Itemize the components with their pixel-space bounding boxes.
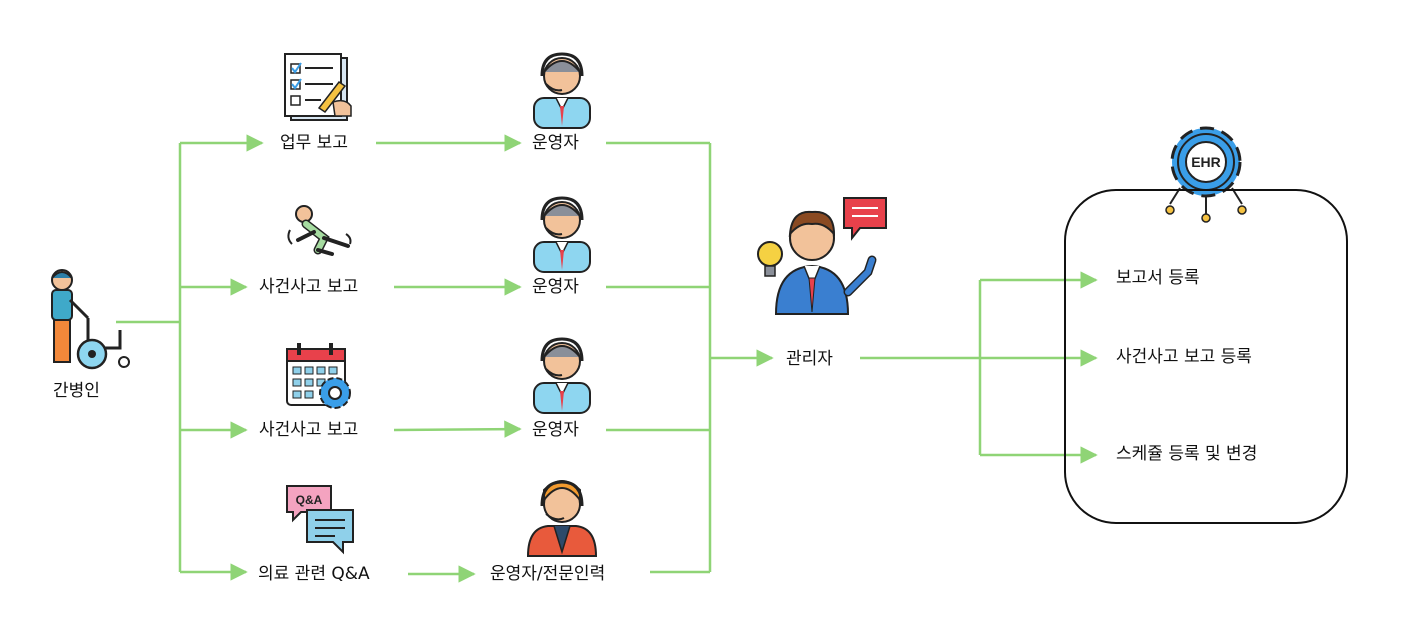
falling-person-icon (287, 205, 352, 256)
connectors (116, 134, 1098, 583)
handler-label-operator-3: 운영자 (530, 420, 581, 440)
ehr-item-schedule: 스케쥴 등록 및 변경 (1116, 444, 1258, 464)
operator-headset-icon (533, 52, 591, 129)
report-label-incident: 사건사고 보고 (257, 277, 361, 297)
expert-headset-icon (526, 480, 598, 557)
caregiver-label: 간병인 (51, 381, 102, 401)
operator-headset-icon (533, 337, 591, 414)
handler-label-operator-2: 운영자 (530, 277, 581, 297)
manager-presenting-icon (757, 197, 887, 315)
handler-label-expert: 운영자/전문인력 (488, 564, 608, 584)
caregiver-wheelchair-icon (51, 269, 130, 370)
ehr-badge: EHR (1191, 154, 1221, 170)
report-label-work: 업무 보고 (278, 133, 350, 153)
ehr-item-report-register: 보고서 등록 (1116, 268, 1200, 288)
report-label-incident-schedule: 사건사고 보고 (257, 420, 361, 440)
operator-headset-icon (533, 196, 591, 273)
document-checklist-icon (284, 53, 352, 121)
admin-label: 관리자 (784, 349, 835, 369)
calendar-gear-icon (286, 343, 351, 409)
ehr-item-incident-register: 사건사고 보고 등록 (1116, 347, 1252, 367)
report-label-medical-qa: 의료 관련 Q&A (256, 564, 372, 584)
qa-chat-icon: Q&A (286, 485, 354, 555)
handler-label-operator-1: 운영자 (530, 133, 581, 153)
svg-text:Q&A: Q&A (296, 493, 323, 507)
ehr-box (1064, 189, 1348, 524)
